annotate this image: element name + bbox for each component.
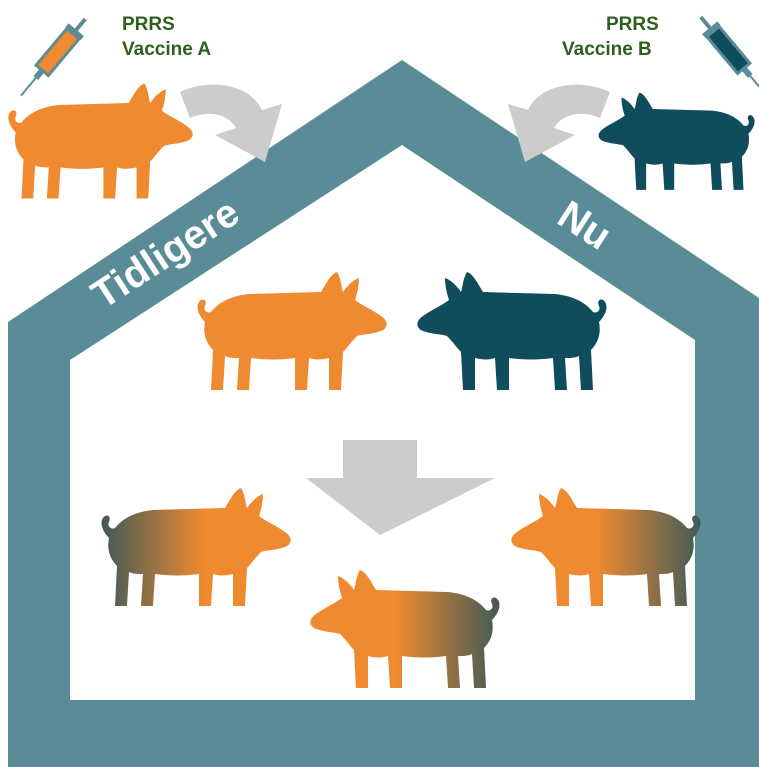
curved-arrow-icon	[508, 85, 610, 162]
svg-text:Vaccine A: Vaccine A	[122, 39, 211, 60]
vaccine-a-label: PRRS Vaccine A	[122, 14, 211, 60]
svg-text:Vaccine B: Vaccine B	[562, 39, 652, 60]
curved-arrow-icon	[180, 85, 282, 162]
pig-icon	[599, 93, 755, 190]
syringe-icon	[13, 13, 93, 102]
svg-text:PRRS: PRRS	[122, 14, 175, 35]
syringe-icon	[693, 11, 759, 100]
pig-icon	[8, 84, 192, 199]
svg-text:PRRS: PRRS	[606, 14, 659, 35]
vaccine-b-label: PRRS Vaccine B	[562, 14, 659, 60]
